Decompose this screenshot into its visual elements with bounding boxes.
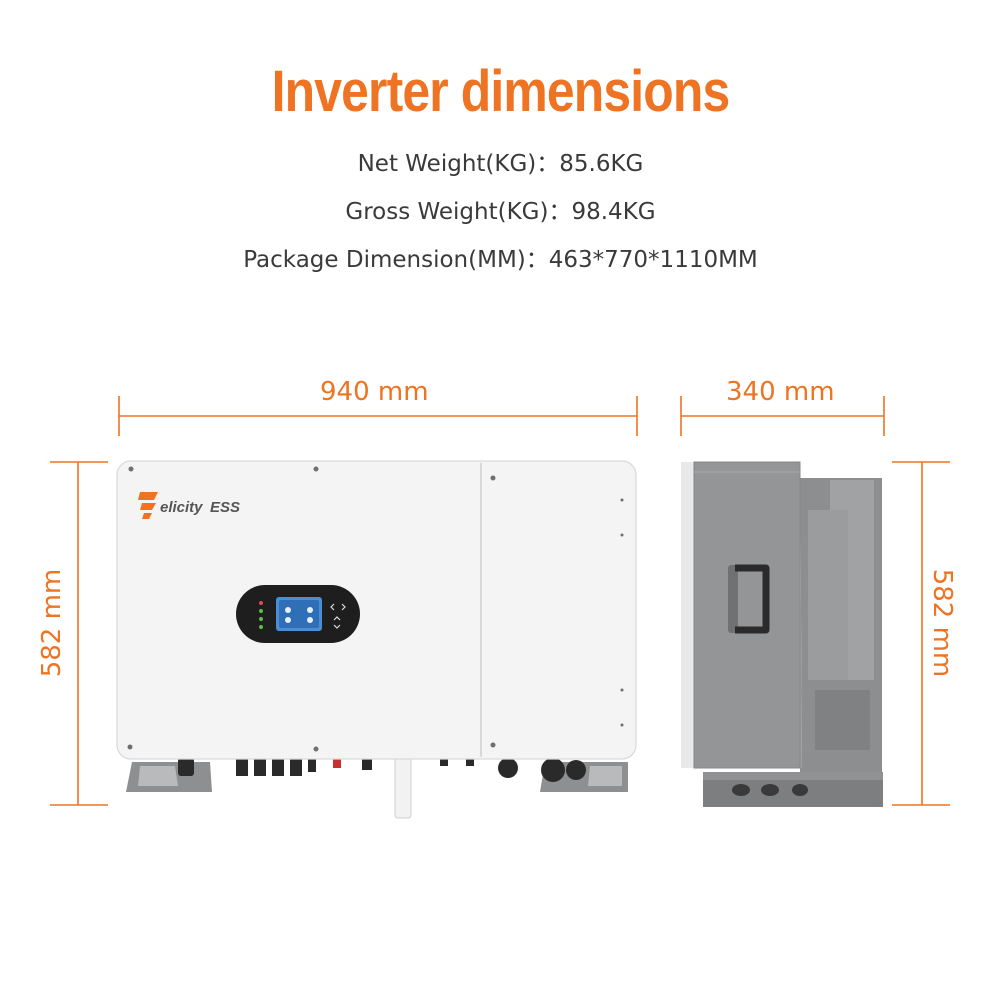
dimension-lines xyxy=(50,396,950,806)
svg-text:ESS: ESS xyxy=(210,499,240,516)
package-dimension-text: Package Dimension(MM)：463*770*1110MM xyxy=(243,247,758,273)
felicity-logo: elicity ESS xyxy=(138,492,240,519)
page-title: Inverter dimensions xyxy=(271,59,731,124)
inverter-side-view xyxy=(681,461,883,807)
svg-text:elicity: elicity xyxy=(160,499,203,516)
net-weight-text: Net Weight(KG)：85.6KG xyxy=(357,151,644,177)
front-width-label: 940 mm xyxy=(320,377,429,407)
side-depth-label: 340 mm xyxy=(726,377,835,407)
gross-weight-text: Gross Weight(KG)：98.4KG xyxy=(345,199,656,225)
inverter-front-view: elicity ESS xyxy=(116,460,637,819)
